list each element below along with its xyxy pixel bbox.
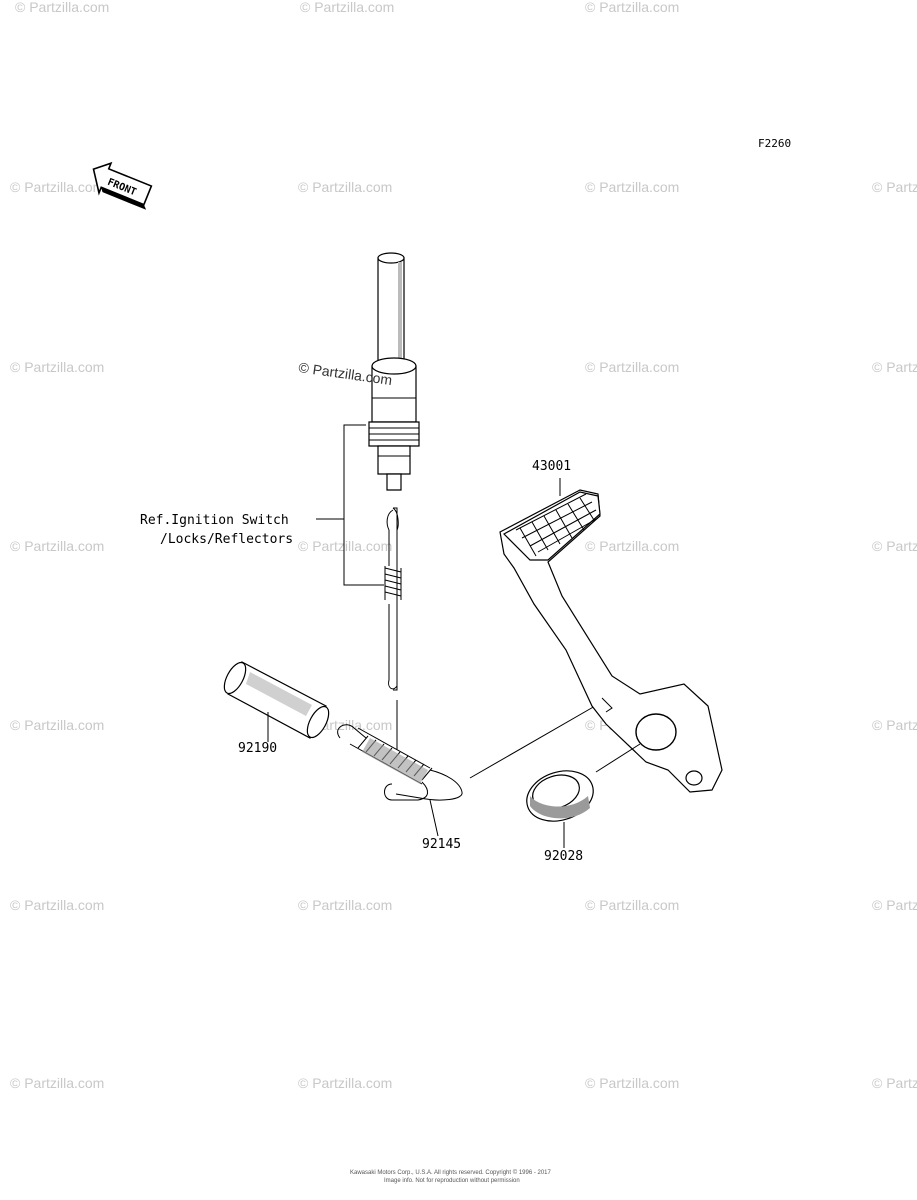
watermark: © Partzilla.com	[872, 897, 917, 913]
part-number-92190: 92190	[238, 741, 277, 756]
watermark: © Partzilla.com	[872, 538, 917, 554]
part-92145-return-spring	[337, 724, 463, 801]
part-92028-bushing	[526, 770, 594, 822]
reference-bracket	[316, 424, 384, 586]
watermark-layer: © Partzilla.com © Partzilla.com © Partzi…	[10, 0, 917, 1091]
watermark: © Partzilla.com	[298, 179, 392, 195]
watermark: © Partzilla.com	[585, 359, 679, 375]
part-92190-sleeve	[223, 661, 330, 739]
watermark: © Partzilla.com	[10, 897, 104, 913]
watermark: © Partzilla.com	[585, 897, 679, 913]
reference-note-line1: Ref.Ignition Switch	[140, 513, 289, 528]
watermark: © Partzilla.com	[872, 179, 917, 195]
watermark: © Partzilla.com	[585, 0, 679, 15]
watermark: © Partzilla.com	[298, 897, 392, 913]
part-43001-brake-pedal	[499, 489, 723, 793]
watermark: © Partzilla.com	[585, 179, 679, 195]
part-number-92028: 92028	[544, 849, 583, 864]
watermark: © Partzilla.com	[872, 717, 917, 733]
front-arrow-icon: FRONT	[92, 161, 153, 210]
watermark: © Partzilla.com	[10, 359, 104, 375]
figure-code: F2260	[758, 137, 791, 150]
watermark: © Partzilla.com	[10, 717, 104, 733]
reference-note-line2: /Locks/Reflectors	[160, 532, 293, 547]
watermark: © Partzilla.com	[10, 179, 104, 195]
small-spring	[384, 566, 402, 600]
part-number-92145: 92145	[422, 837, 461, 852]
switch-rod	[384, 507, 402, 691]
footer-line2: Image info. Not for reproduction without…	[384, 1178, 520, 1184]
watermark: © Partzilla.com	[10, 1075, 104, 1091]
watermark: © Partzilla.com	[872, 1075, 917, 1091]
pedal-grip-pattern	[515, 493, 599, 557]
brake-light-switch	[368, 252, 420, 491]
watermark: © Partzilla.com	[298, 1075, 392, 1091]
watermark: © Partzilla.com	[15, 0, 109, 15]
watermark: © Partzilla.com	[300, 0, 394, 15]
watermark: © Partzilla.com	[585, 538, 679, 554]
footer-line1: Kawasaki Motors Corp., U.S.A. All rights…	[350, 1169, 552, 1176]
watermark: © Partzilla.com	[298, 538, 392, 554]
watermark: © Partzilla.com	[872, 359, 917, 375]
part-number-43001: 43001	[532, 459, 571, 474]
watermark: © Partzilla.com	[10, 538, 104, 554]
watermark: © Partzilla.com	[585, 1075, 679, 1091]
